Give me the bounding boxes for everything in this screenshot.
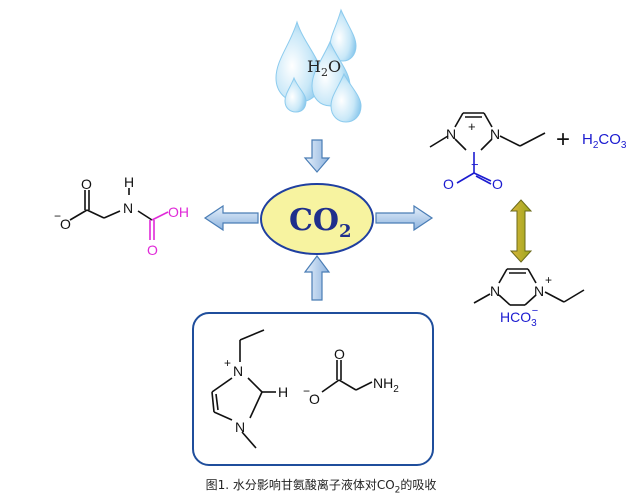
water-drop (330, 72, 362, 123)
o-bottom-label: O (147, 242, 158, 258)
n-label: N (490, 126, 500, 142)
imidazolium-bicarbonate: N N + HCO3− (473, 268, 585, 329)
ionic-liquid-frame (192, 312, 434, 466)
o-double-label: O (81, 176, 92, 192)
arrow-ionic-liquid-to-co2 (303, 255, 331, 301)
n-label: N (235, 419, 245, 435)
n-plus-label: N (233, 363, 243, 379)
water-drops: H2O (275, 8, 362, 123)
co2-formula: CO2 (289, 203, 352, 242)
n-label: N (123, 200, 133, 216)
minus-charge: − (471, 157, 479, 172)
plus-sign: + (556, 126, 570, 153)
minus-charge: − (303, 384, 310, 398)
co2-node: CO2 (260, 183, 374, 255)
h-label: H (278, 384, 288, 400)
arrow-co2-to-carbamate (203, 204, 259, 232)
carbonic-acid-label: H2CO3 (582, 131, 627, 151)
minus-charge: − (54, 209, 61, 223)
h-label: H (124, 174, 134, 190)
plus-charge: + (545, 273, 552, 287)
arrow-co2-to-imidazolium (375, 204, 434, 232)
o-minus-label: O (309, 391, 320, 407)
equilibrium-double-arrow (509, 199, 533, 263)
water-drop (329, 8, 357, 62)
o-right-label: O (492, 176, 503, 192)
n-plus-label: N (446, 126, 456, 142)
oh-label: OH (168, 204, 189, 220)
o-double-label: O (334, 346, 345, 362)
o-minus-label: O (60, 216, 71, 232)
figure-caption: 图1. 水分影响甘氨酸离子液体对CO2的吸收 (205, 478, 437, 496)
plus-charge: + (468, 119, 476, 134)
glycine-carbamate: O − O H N OH O (54, 174, 189, 258)
plus-charge: + (224, 356, 231, 370)
amine-label: NH2 (373, 375, 399, 395)
water-formula: H2O (307, 57, 341, 79)
n-plus-label: N (534, 283, 544, 299)
ionic-liquid-box: N + N H O − O NH2 (192, 312, 434, 466)
bicarbonate-label: HCO3− (500, 305, 538, 329)
arrow-water-to-co2 (303, 139, 331, 173)
n-left-label: N (490, 283, 500, 299)
water-drop (284, 76, 307, 113)
o-left-label: O (443, 176, 454, 192)
imidazolium-carboxylate: N + N O − O + H2CO3 (429, 112, 627, 192)
co2-ellipse (260, 183, 374, 255)
